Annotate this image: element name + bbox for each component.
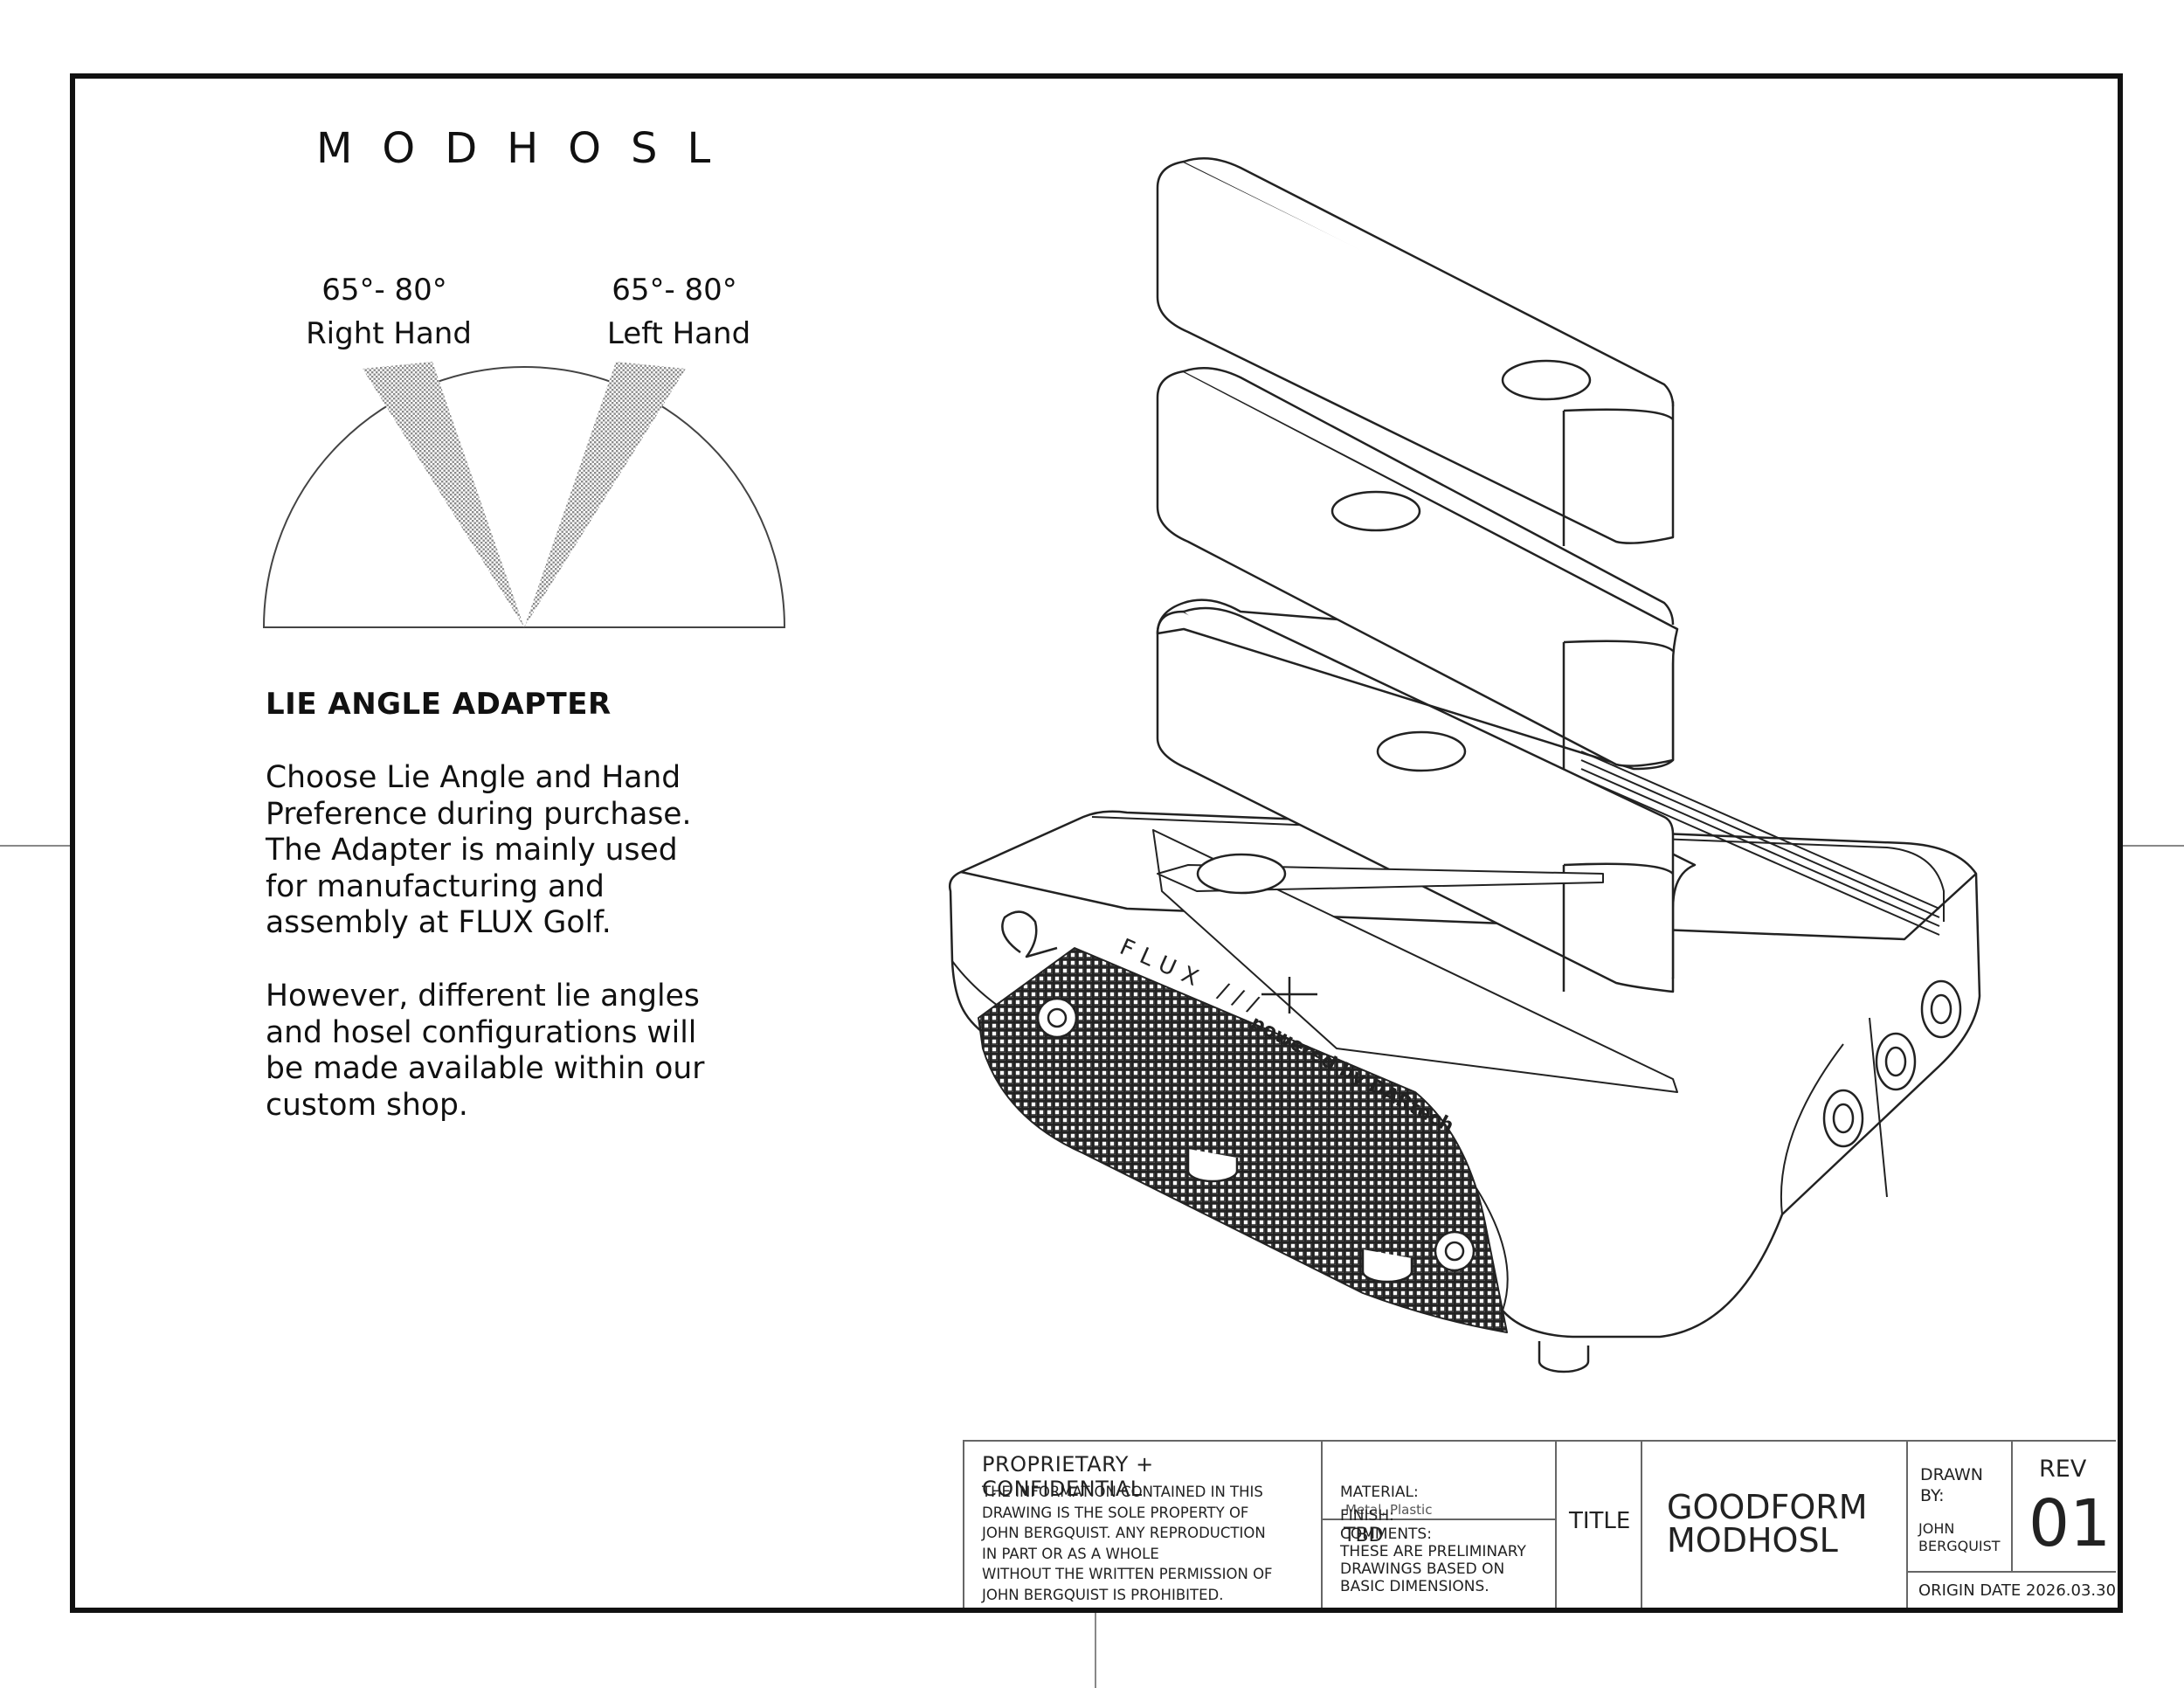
base-pocket [1157,853,1604,895]
rev-number: 01 [2028,1486,2111,1561]
right-hand-angle-range: 65°- 80° [321,273,447,308]
rev-label: REV [2039,1456,2087,1483]
title-value-cell: GOODFORM MODHOSL [1642,1442,1908,1608]
finish-label: FINISH: [1340,1507,1394,1525]
right-hand-label: Right Hand [306,316,472,351]
crosshair-mark [1261,977,1317,1013]
drawing-border [70,73,2123,1613]
lie-angle-diagram [262,362,786,628]
flux-logo-mark [1001,910,1058,958]
grille-screws [1036,997,1476,1272]
title-label: TITLE [1569,1508,1631,1534]
mesh-grille [978,947,1508,1333]
drawn-by-cell: DRAWN BY: JOHN BERGQUIST [1908,1442,2013,1573]
isometric-product-drawing: FLUX /// powered by DARtech [949,157,1981,1373]
title-block: PROPRIETARY + CONFIDENTIAL THE INFORMATI… [963,1440,2116,1608]
left-registration-tick [0,845,70,847]
comments-text: COMMENTS: THESE ARE PRELIMINARY DRAWINGS… [1340,1525,1526,1595]
description-paragraph-2: However, different lie angles and hosel … [266,979,705,1123]
comments-cell: COMMENTS: THESE ARE PRELIMINARY DRAWINGS… [1323,1520,1557,1608]
section-heading: LIE ANGLE ADAPTER [266,687,612,722]
base-unit [949,751,1981,1339]
adapter-block-top [1156,157,1675,546]
left-hand-angle-wedge [524,362,686,627]
material-cell: MATERIAL: Metal, Plastic FINISH: TBD [1323,1442,1557,1546]
rev-cell: REV 01 [2013,1442,2116,1573]
drawing-title: GOODFORM MODHOSL [1667,1488,1868,1560]
drawn-by-value: JOHN BERGQUIST [1918,1520,2001,1554]
protractor-arc [262,366,786,628]
finish-value: TBD [1344,1525,1384,1546]
side-screws [1822,979,1962,1148]
feet [1186,1149,1590,1373]
left-hand-label: Left Hand [606,316,751,351]
drawn-by-label: DRAWN BY: [1920,1465,1984,1505]
origin-date-cell: ORIGIN DATE 2026.03.30 [1908,1573,2118,1608]
proprietary-heading: PROPRIETARY + CONFIDENTIAL [982,1452,1154,1501]
adapter-block-bottom [1156,606,1697,993]
bottom-registration-tick [1095,1613,1096,1688]
origin-date: ORIGIN DATE 2026.03.30 [1918,1581,2117,1600]
proprietary-cell: PROPRIETARY + CONFIDENTIAL THE INFORMATI… [964,1442,1323,1608]
title-label-cell: TITLE [1557,1442,1642,1608]
description-paragraph-1: Choose Lie Angle and Hand Preference dur… [266,760,692,940]
adapter-block-middle [1156,367,1679,771]
right-hand-angle-wedge [363,362,524,627]
brand-wordmark: MODHOSL [316,124,741,173]
material-label: MATERIAL: [1340,1484,1419,1501]
right-registration-tick [2123,845,2184,847]
proprietary-notice: THE INFORMATION CONTAINED IN THIS DRAWIN… [982,1484,1273,1603]
material-value: Metal, Plastic [1345,1502,1433,1518]
left-hand-angle-range: 65°- 80° [612,273,737,308]
